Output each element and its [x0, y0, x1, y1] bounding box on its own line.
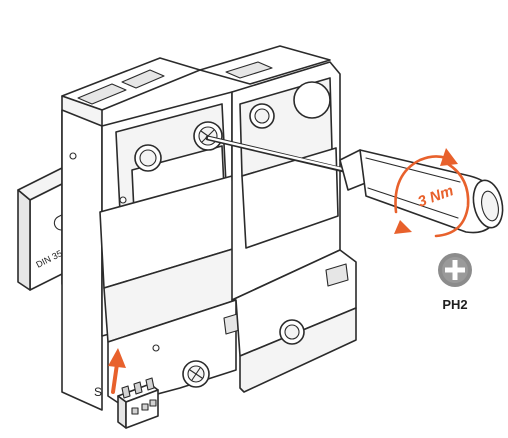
left-module: [61, 57, 247, 411]
phillips-ph2-icon: [438, 253, 472, 287]
bit-type-label: PH2: [442, 297, 467, 312]
up-arrow-icon: [108, 348, 126, 394]
connector-mark: S: [94, 385, 102, 399]
screwdriver: [205, 135, 504, 234]
plug-connector: [117, 377, 159, 429]
